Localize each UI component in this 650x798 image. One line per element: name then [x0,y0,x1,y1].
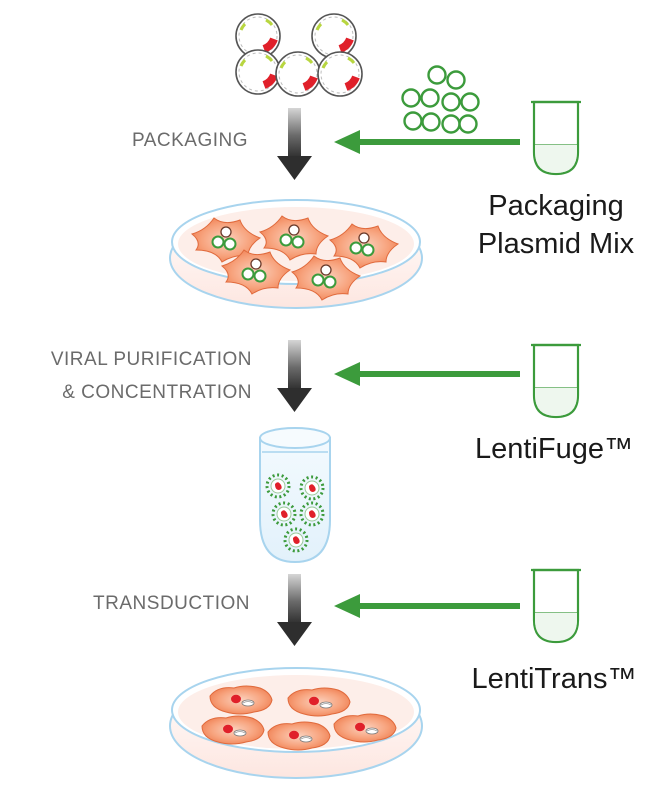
transduced-cell-icon [209,685,273,715]
petri-dish-transduced-cells [169,667,423,779]
right-to-left-arrow-icon [334,130,520,154]
packaging-mix-tube-icon [529,100,583,176]
step-label-packaging: PACKAGING [132,130,248,151]
plasmid-icon [236,50,280,94]
down-arrow-icon [277,108,312,180]
transfer-plasmids [236,14,362,96]
concentrated-virus-tube [259,427,331,564]
step-label-transduction: TRANSDUCTION [93,593,250,614]
lentifuge-tube-icon [529,343,583,419]
product-label-lentitrans: LentiTrans™ [472,663,637,695]
product-label-lentifuge: LentiFuge™ [475,433,633,465]
right-to-left-arrow-icon [334,594,520,618]
plasmid-icon [318,52,362,96]
down-arrow-icon [277,340,312,412]
petri-dish-packaging-cells [169,199,423,309]
transduced-cell-icon [201,715,265,745]
step-label-purification-line1: VIRAL PURIFICATION [51,349,252,370]
right-to-left-arrow-icon [334,362,520,386]
plasmid-icon [276,52,320,96]
plasmid-icon [312,14,356,58]
down-arrow-icon [277,574,312,646]
product-label-packaging-mix-line2: Plasmid Mix [478,228,635,260]
transduced-cell-icon [333,713,397,743]
product-label-packaging-mix-line1: Packaging [488,190,623,222]
packaging-plasmid-rings [401,65,480,134]
transduced-cell-icon [287,687,351,717]
lentitrans-tube-icon [529,568,583,644]
transduced-cell-icon [267,721,331,751]
step-label-purification-line2: & CONCENTRATION [62,382,252,403]
